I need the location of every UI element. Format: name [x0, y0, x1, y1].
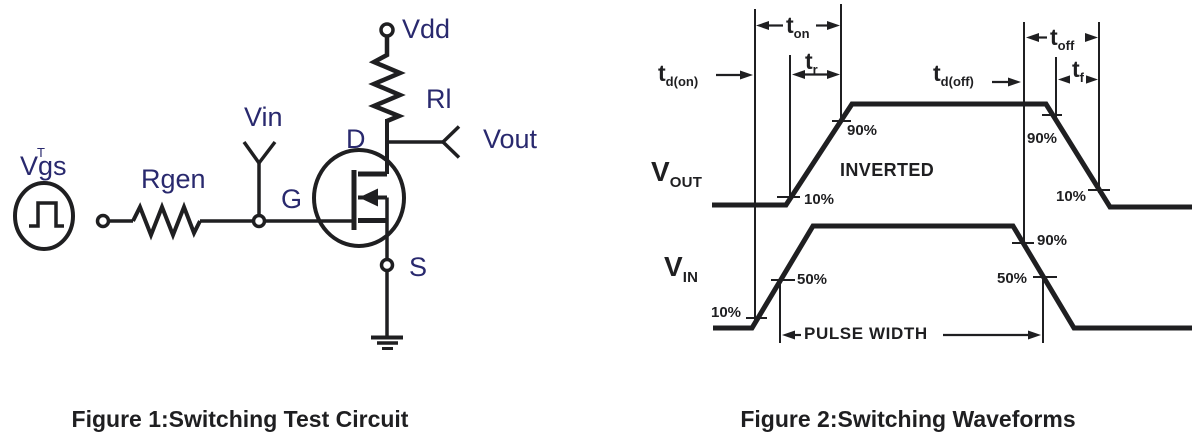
vgs-source-label: Vgs	[20, 151, 67, 181]
td-off-timing-label: td(off)	[933, 60, 974, 89]
vin-antenna-branch	[242, 140, 261, 165]
arrowhead-left	[1026, 33, 1039, 42]
vgs-tick-mark: T	[37, 145, 45, 160]
figure2-caption: Figure 2:Switching Waveforms	[740, 406, 1076, 432]
reference-lines	[754, 4, 1100, 343]
vin-waveform	[713, 223, 1192, 331]
t-on-timing-label: ton	[784, 12, 812, 41]
vin-antenna-branch	[257, 140, 277, 165]
vout-label: Vout	[483, 124, 538, 154]
figure1-caption: Figure 1:Switching Test Circuit	[71, 406, 409, 432]
gate-pin-label: G	[281, 184, 303, 214]
drain-pin-label: D	[346, 124, 366, 154]
level-ticks	[746, 114, 1110, 319]
vout-waveform	[712, 101, 1192, 210]
vout-fall-90-label: 90%	[1027, 130, 1058, 147]
vout-fall-10-label: 10%	[1056, 188, 1087, 205]
vout-probe-branch	[441, 125, 461, 144]
arrowhead-right	[740, 70, 753, 80]
t-r-timing-label: tr	[805, 48, 818, 77]
td-on-timing-label: td(on)	[658, 60, 699, 89]
rgen-resistor-zigzag	[131, 201, 202, 241]
vout-signal-sub: OUT	[669, 174, 703, 191]
pulse-waveform-glyph	[29, 201, 64, 228]
source-branch	[371, 197, 403, 350]
rl-resistor-zigzag	[368, 36, 406, 124]
vin-rise-50-label: 50%	[797, 271, 828, 288]
pulse-width-annotation: PULSE WIDTH	[801, 325, 931, 342]
arrowhead-left	[756, 21, 769, 30]
arrowhead-left	[792, 70, 805, 79]
rl-resistor-label: Rl	[426, 84, 452, 114]
inverted-annotation: INVERTED	[840, 160, 935, 180]
pulse-source-circle	[13, 181, 75, 251]
drain-branch	[368, 22, 461, 174]
arrowhead-left	[1058, 75, 1071, 84]
dimension-arrows	[716, 21, 1098, 340]
mosfet-body-circle	[312, 148, 406, 248]
s-terminal-dot	[379, 257, 395, 273]
arrowhead-right	[1085, 75, 1098, 84]
pulse-source	[13, 181, 111, 251]
mosfet-body-arrow	[359, 188, 378, 207]
arrowhead-right	[1008, 77, 1021, 87]
t-off-timing-label: toff	[1048, 24, 1077, 53]
gate-node-dot	[251, 213, 267, 229]
switching-test-circuit-drawing	[13, 22, 461, 350]
vout-rise-90-label: 90%	[847, 122, 878, 139]
arrowhead-right	[1085, 33, 1098, 42]
vout-signal-main: V	[651, 156, 670, 187]
vin-rise-10-label: 10%	[711, 304, 742, 321]
switching-waveforms-drawing	[712, 4, 1192, 343]
gate-network	[108, 140, 352, 241]
vin-signal-sub: IN	[682, 269, 699, 286]
vdd-terminal-dot	[379, 22, 395, 38]
vout-rise-10-label: 10%	[804, 191, 835, 208]
vdd-label: Vdd	[402, 14, 451, 44]
arrowhead-right	[827, 70, 840, 79]
source-pin-label: S	[409, 252, 428, 282]
vin-fall-50-label: 50%	[997, 270, 1028, 287]
arrowhead-right	[827, 21, 840, 30]
ground-symbol	[371, 335, 403, 350]
rgen-resistor-label: Rgen	[141, 164, 206, 194]
vout-probe-branch	[441, 140, 461, 159]
vin-label: Vin	[244, 102, 283, 132]
vin-signal-main: V	[664, 251, 683, 282]
mosfet-symbol	[312, 148, 406, 248]
source-terminal-dot	[95, 213, 111, 229]
vin-fall-90-label: 90%	[1037, 232, 1068, 249]
t-f-timing-label: tf	[1070, 56, 1087, 85]
arrowhead-left	[782, 330, 795, 340]
vout-signal-label: VOUT	[651, 156, 703, 191]
vin-signal-label: VIN	[664, 251, 699, 286]
arrowhead-right	[1028, 330, 1041, 340]
